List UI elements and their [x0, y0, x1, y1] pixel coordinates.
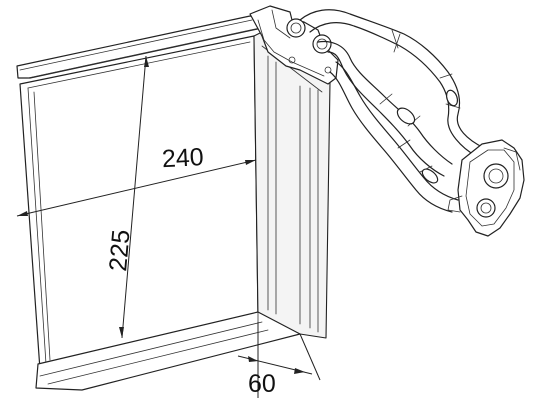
dimension-width: 240 [16, 143, 257, 217]
evaporator-core [16, 15, 331, 391]
dimension-width-label: 240 [161, 143, 204, 173]
expansion-valve-block [249, 5, 339, 85]
refrigerant-pipes [299, 9, 485, 213]
dimension-height-label: 225 [104, 229, 136, 273]
dimension-height: 225 [104, 55, 149, 339]
dimension-depth-label: 60 [248, 370, 276, 398]
dimension-depth: 60 [237, 322, 321, 398]
pipe-connector-flange [447, 139, 525, 237]
